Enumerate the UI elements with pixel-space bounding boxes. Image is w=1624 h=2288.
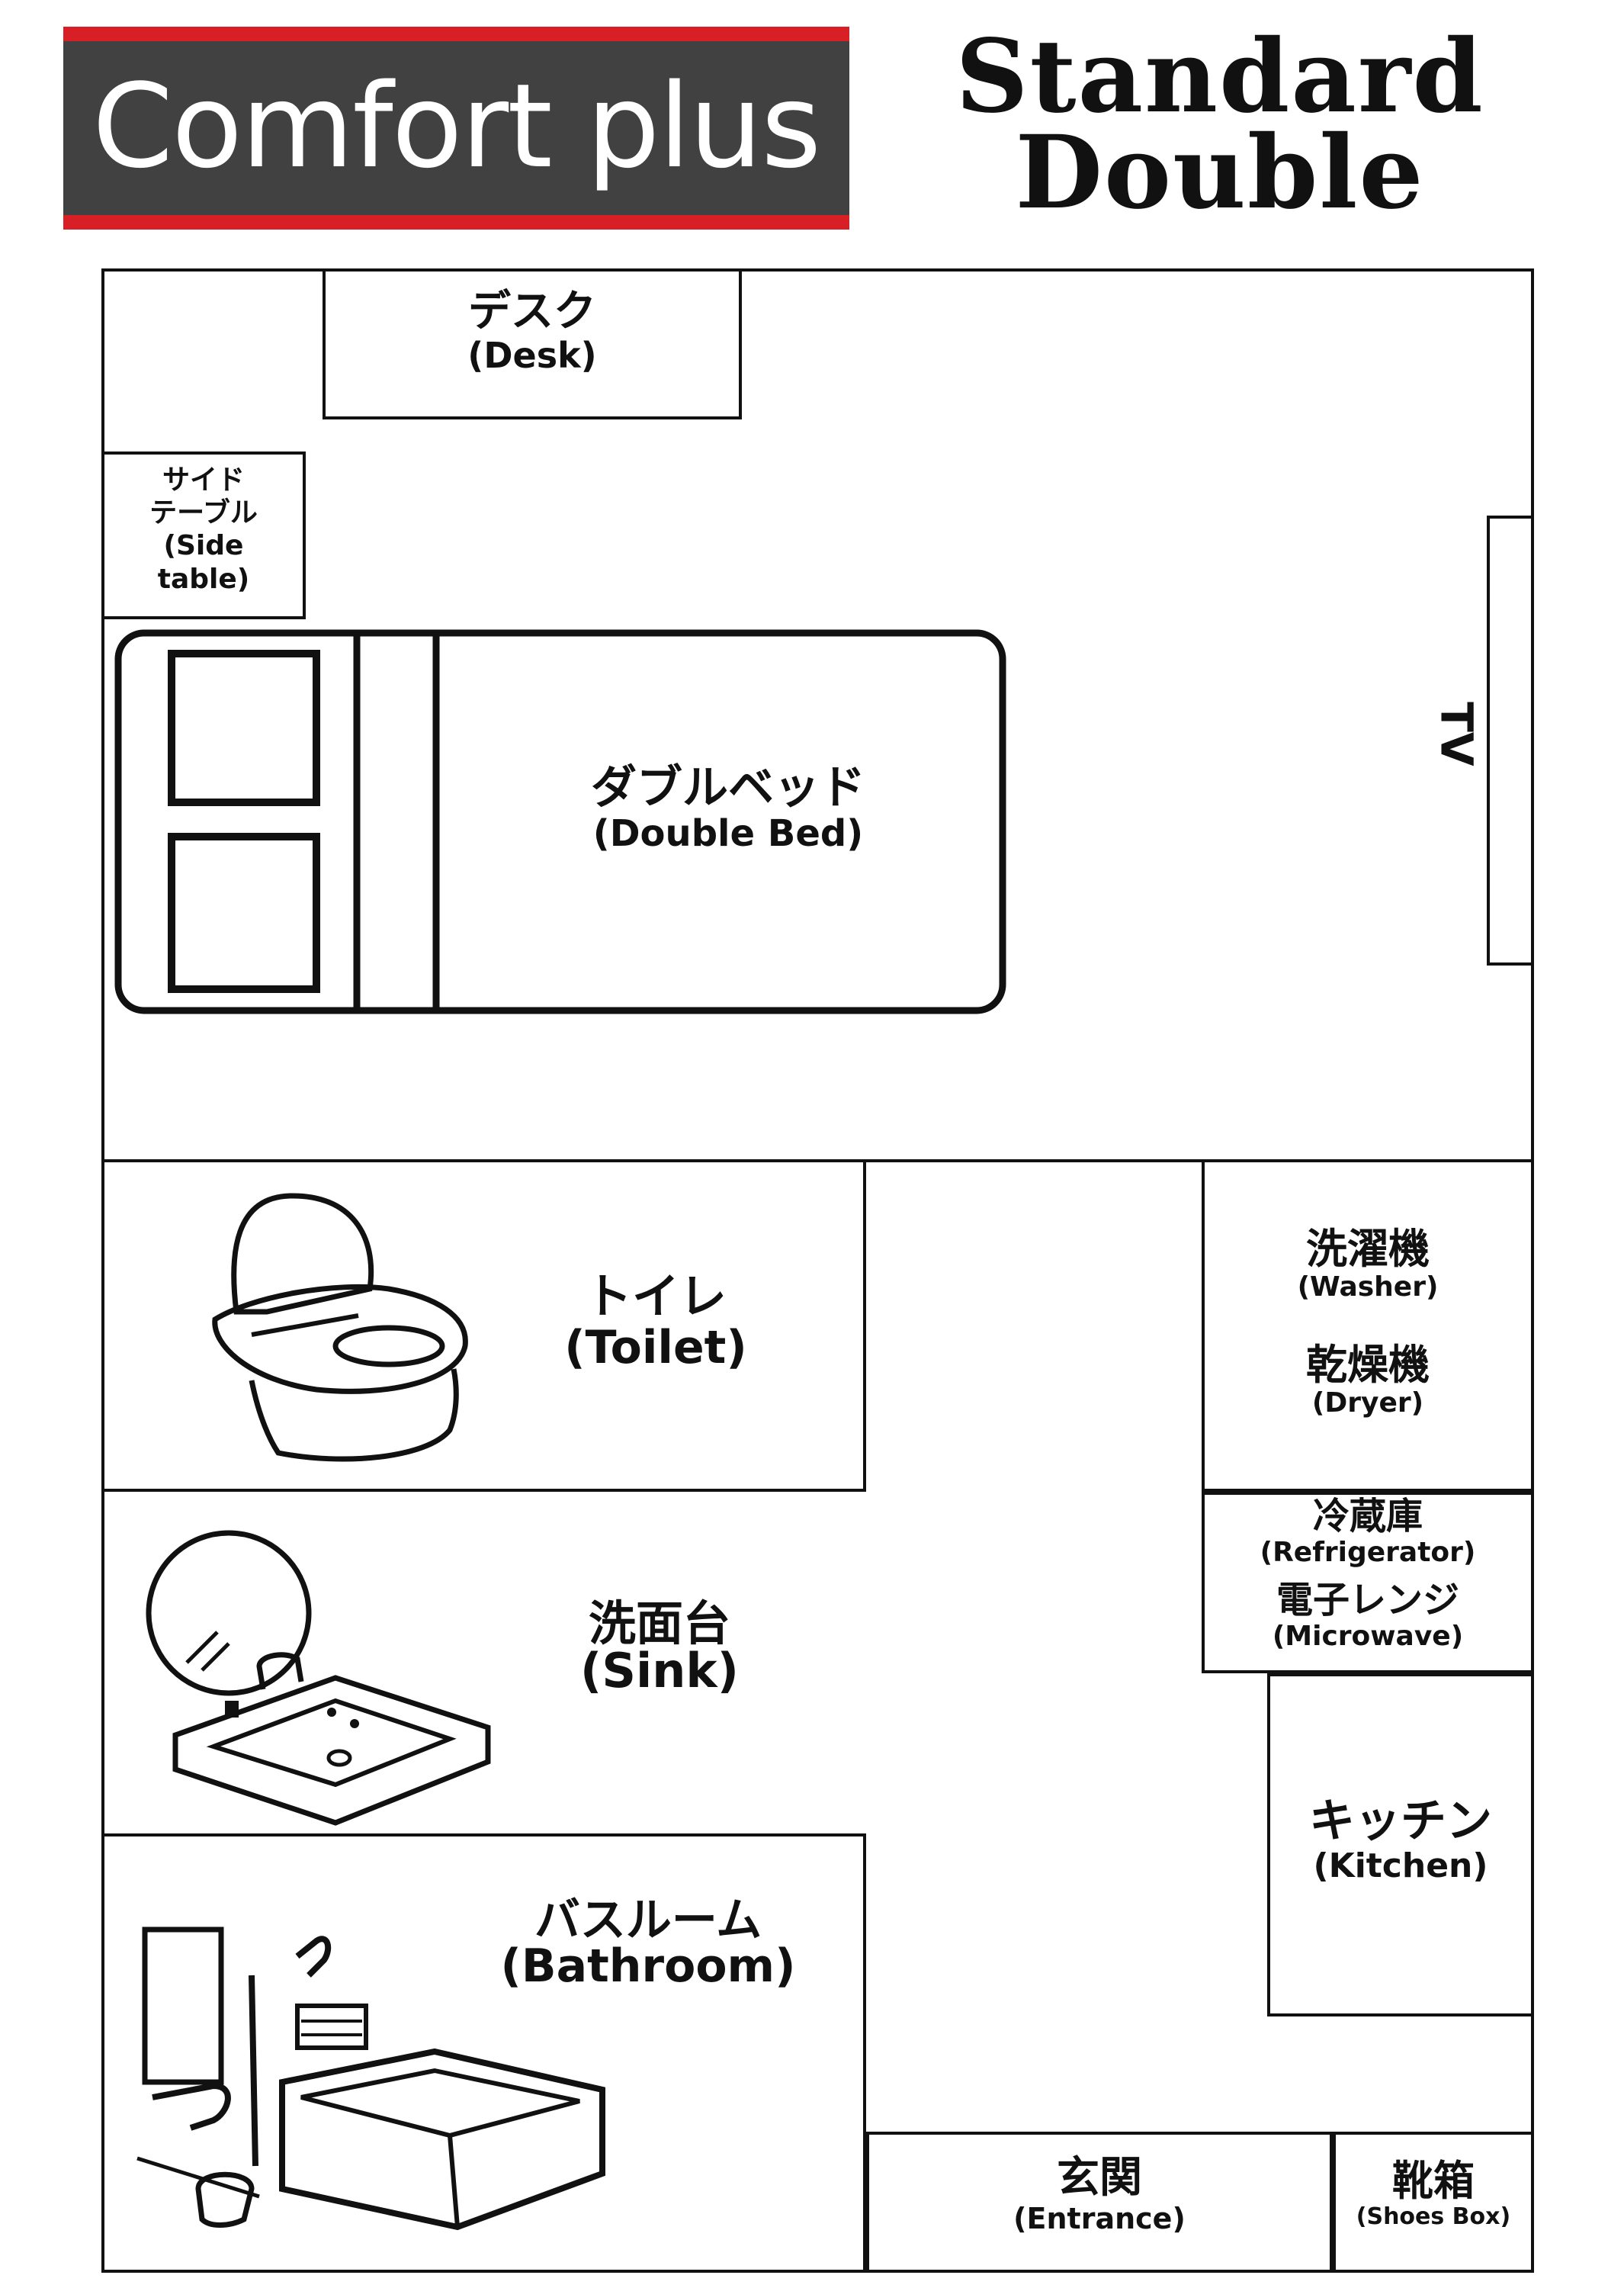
refrigerator-label-jp: 冷蔵庫	[1312, 1495, 1423, 1538]
kitchen-label-en: (Kitchen)	[1313, 1846, 1488, 1886]
refrigerator-label: 冷蔵庫 (Refrigerator)	[1202, 1496, 1534, 1568]
room-type-line2: Double	[1015, 114, 1425, 232]
side-table-area	[101, 451, 306, 619]
side-table-label-en1: (Side	[163, 530, 244, 562]
shoes-box-label: 靴箱 (Shoes Box)	[1333, 2158, 1534, 2230]
brand-badge: Comfort plus	[63, 27, 849, 230]
sink-label: 洗面台 (Sink)	[534, 1600, 785, 1695]
microwave-label-en: (Microwave)	[1272, 1620, 1464, 1652]
sink-label-jp: 洗面台	[588, 1595, 730, 1651]
sink-icon	[146, 1530, 491, 1826]
washer-label-jp: 洗濯機	[1306, 1225, 1430, 1273]
dryer-label: 乾燥機 (Dryer)	[1202, 1342, 1534, 1419]
toilet-label: トイレ (Toilet)	[518, 1270, 793, 1374]
kitchen-area	[1267, 1673, 1534, 2016]
side-table-label-jp2: テーブル	[149, 497, 258, 529]
entrance-label: 玄関 (Entrance)	[866, 2153, 1333, 2235]
bathtub-icon	[136, 1926, 605, 2231]
side-table-label-jp1: サイド	[162, 464, 245, 496]
side-table-label-en2: table)	[157, 563, 250, 595]
entrance-label-jp: 玄関	[1057, 2153, 1142, 2203]
kitchen-label: キッチン (Kitchen)	[1267, 1795, 1534, 1886]
bathroom	[101, 1833, 866, 2273]
washer-label: 洗濯機 (Washer)	[1202, 1226, 1534, 1303]
entrance-label-en: (Entrance)	[1013, 2201, 1186, 2235]
toilet-icon	[212, 1193, 468, 1462]
desk-label-jp: デスク	[468, 287, 596, 336]
desk-label-en: (Desk)	[467, 334, 597, 376]
entrance-area	[866, 2132, 1333, 2273]
tv-label: TV	[1430, 702, 1483, 766]
double-bed-label-en: (Double Bed)	[592, 812, 864, 856]
room-type-title: Standard Double	[900, 18, 1540, 232]
bathroom-label-jp: バスルーム	[534, 1894, 762, 1947]
double-bed-icon	[114, 629, 1006, 1014]
dryer-label-en: (Dryer)	[1311, 1387, 1424, 1419]
laundry-area	[1202, 1159, 1534, 1492]
toilet-room	[101, 1159, 866, 1492]
microwave-label: 電子レンジ (Microwave)	[1202, 1579, 1534, 1652]
double-bed-label-jp: ダブルベッド	[591, 761, 865, 815]
double-bed-label: ダブルベッド (Double Bed)	[526, 761, 930, 856]
appliance-area	[1202, 1492, 1534, 1673]
toilet-label-en: (Toilet)	[564, 1321, 747, 1375]
toilet-label-jp: トイレ	[584, 1268, 727, 1324]
kitchen-label-jp: キッチン	[1309, 1795, 1492, 1848]
microwave-label-jp: 電子レンジ	[1276, 1579, 1459, 1621]
bathroom-label-en: (Bathroom)	[500, 1939, 796, 1993]
refrigerator-label-en: (Refrigerator)	[1260, 1536, 1476, 1568]
desk-area	[323, 268, 742, 419]
shoes-box-area	[1333, 2132, 1534, 2273]
brand-badge-text: Comfort plus	[92, 59, 821, 194]
sink-label-en: (Sink)	[580, 1643, 739, 1698]
tv-unit	[1487, 516, 1534, 966]
desk-label: デスク (Desk)	[323, 288, 742, 375]
washer-label-en: (Washer)	[1297, 1271, 1439, 1303]
room-type-line1: Standard	[955, 18, 1484, 136]
bathroom-label: バスルーム (Bathroom)	[457, 1898, 839, 1989]
side-table-label: サイド テーブル (Side table)	[101, 464, 306, 596]
shoes-box-label-en: (Shoes Box)	[1356, 2203, 1511, 2231]
dryer-label-jp: 乾燥機	[1306, 1341, 1430, 1389]
shoes-box-label-jp: 靴箱	[1392, 2157, 1475, 2205]
